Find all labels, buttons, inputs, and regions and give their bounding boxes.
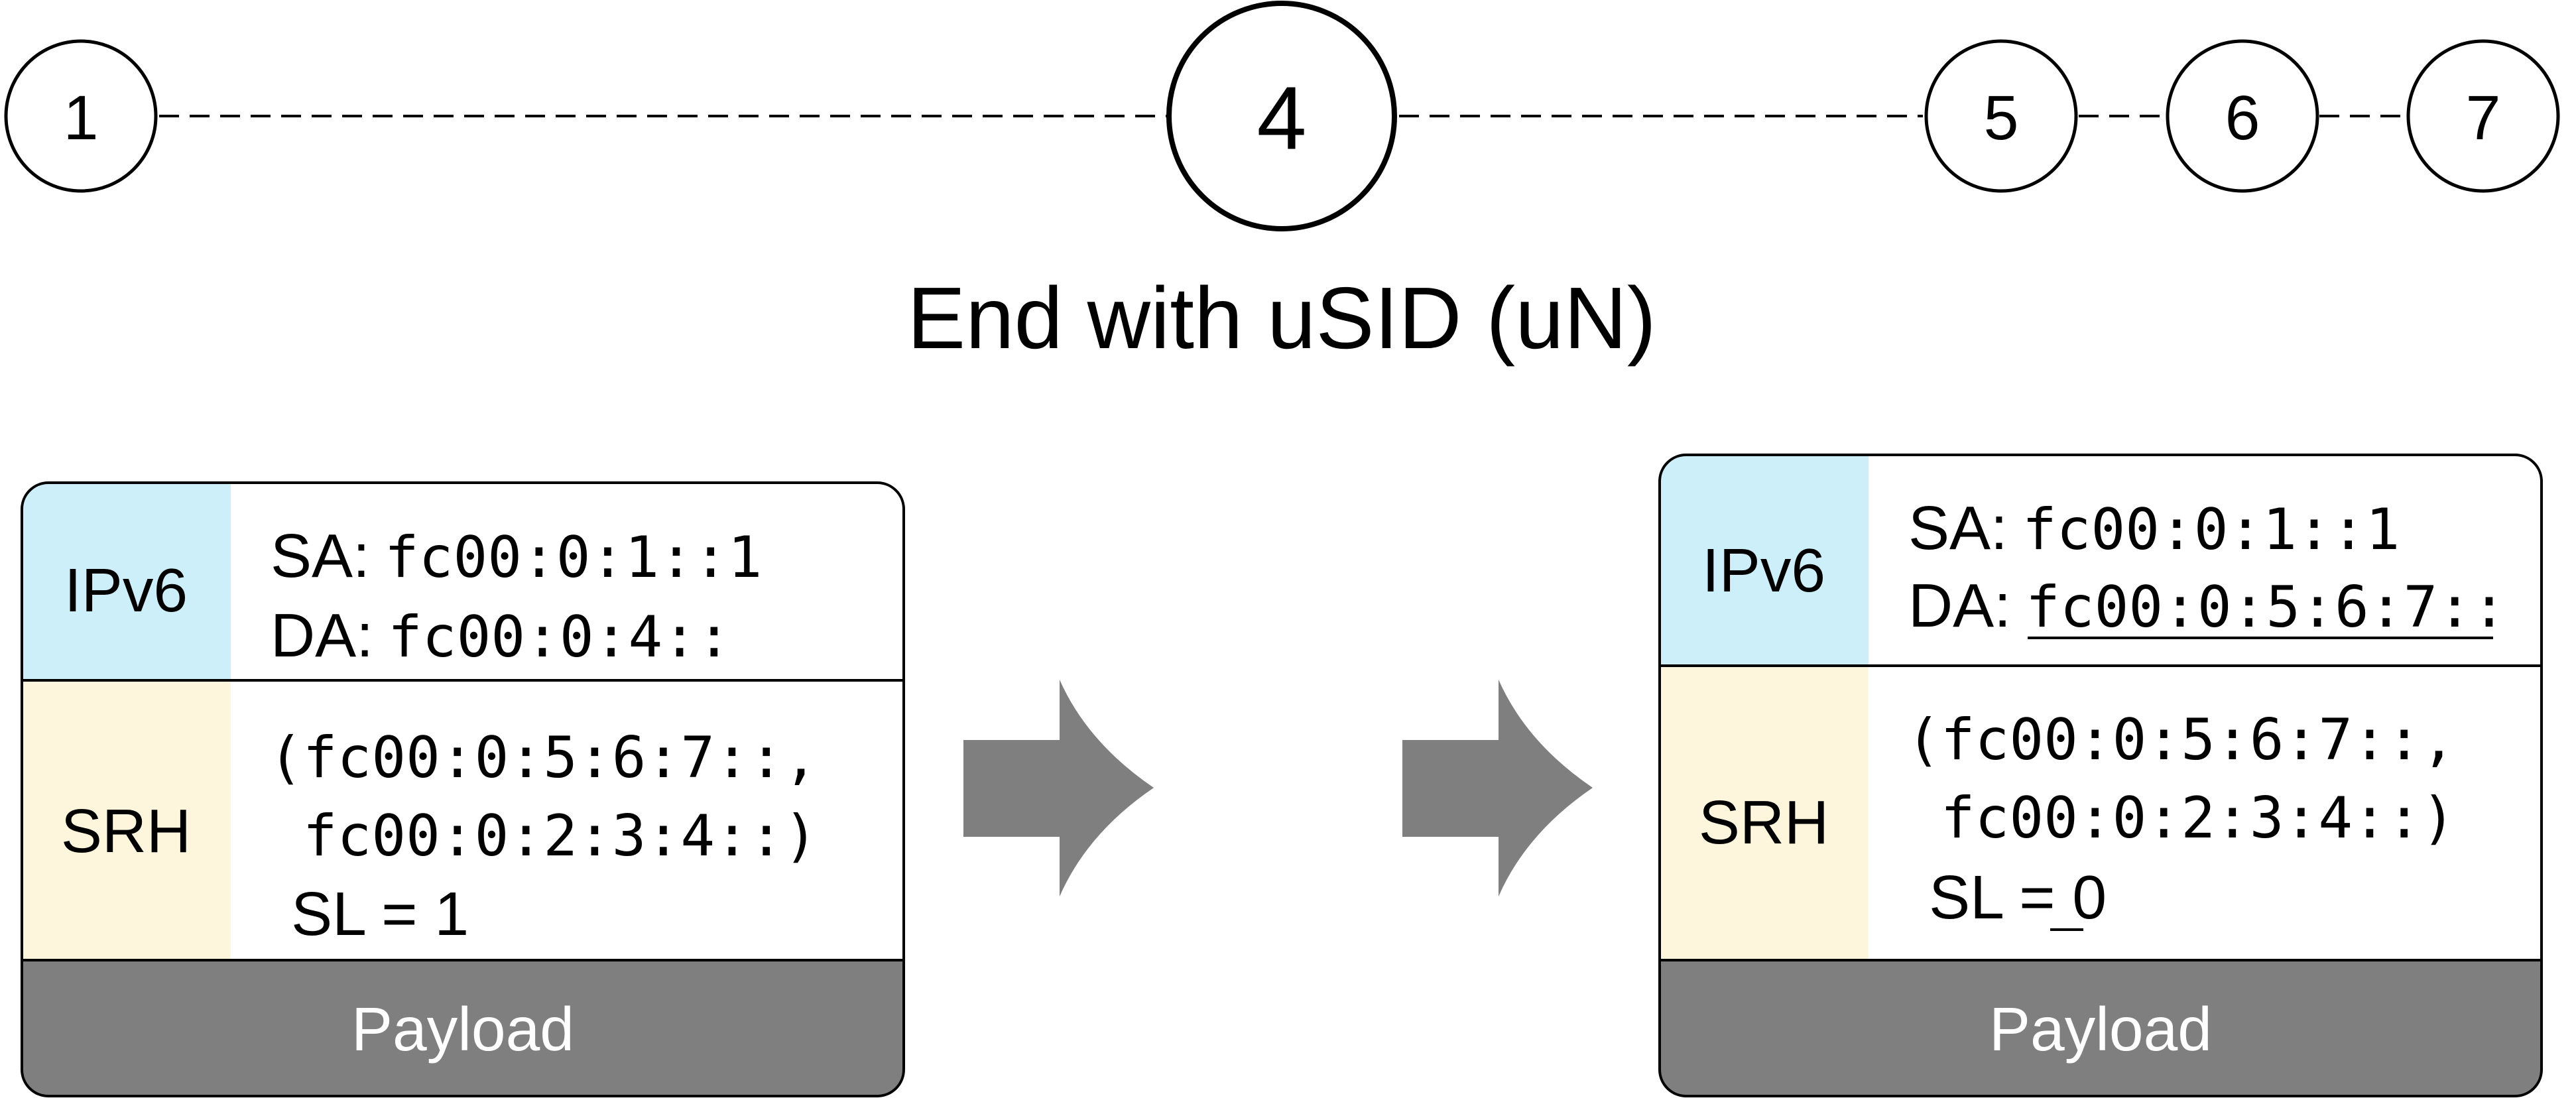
node-1: 1 <box>4 39 158 193</box>
arrow-right <box>1402 680 1593 896</box>
left-srh-line1: (fc00:0:5:6:7::, <box>269 725 818 791</box>
left-srh-line2: fc00:0:2:3:4::) <box>269 803 818 869</box>
right-packet-outline <box>1658 454 2543 1097</box>
left-sa-value: fc00:0:1::1 <box>385 524 763 591</box>
right-srh-line2: fc00:0:2:3:4::) <box>1906 785 2455 851</box>
left-sl-label: SL = <box>291 879 434 948</box>
node-4-label: 4 <box>1257 68 1306 168</box>
node-path: 1 4 5 6 7 <box>4 1 2560 231</box>
node-4: 4 <box>1166 1 1397 231</box>
right-sl-label: SL = <box>1929 863 2072 932</box>
left-sl-line: SL = 1 <box>271 879 483 948</box>
right-da-line: DA:fc00:0:5:6:7:: <box>1908 571 2506 641</box>
right-payload-label: Payload <box>1989 995 2212 1064</box>
right-sa-line: SA:fc00:0:1::1 <box>1908 493 2400 563</box>
right-srh-cell <box>1660 666 1869 960</box>
right-ipv6-label: IPv6 <box>1702 536 1825 605</box>
right-sa-label: SA: <box>1908 493 2008 562</box>
node-6-label: 6 <box>2225 83 2260 153</box>
node-7-label: 7 <box>2466 83 2501 153</box>
left-packet-outline <box>21 481 905 1097</box>
right-ipv6-cell <box>1660 455 1869 666</box>
left-sl-value: 1 <box>434 879 469 948</box>
left-payload-label: Payload <box>351 995 574 1064</box>
left-da-label: DA: <box>271 601 373 670</box>
right-payload-cell <box>1660 960 2542 1096</box>
right-srh-label: SRH <box>1699 788 1829 857</box>
left-srh-cell <box>22 680 231 960</box>
node-5-label: 5 <box>1984 83 2019 153</box>
transition-arrows <box>963 680 1593 896</box>
left-packet: IPv6 SRH SA:fc00:0:1::1 DA:fc00:0:4:: (f… <box>21 481 905 1097</box>
left-srh-label: SRH <box>61 796 191 865</box>
right-packet: IPv6 SRH SA:fc00:0:1::1 DA:fc00:0:5:6:7:… <box>1658 454 2543 1097</box>
arrow-left <box>963 680 1154 896</box>
right-da-value: fc00:0:5:6:7:: <box>2026 574 2506 641</box>
node-5: 5 <box>1924 39 2078 193</box>
left-sa-label: SA: <box>271 521 370 590</box>
node-7: 7 <box>2406 39 2560 193</box>
node-6: 6 <box>2166 39 2319 193</box>
right-sa-value: fc00:0:1::1 <box>2022 497 2400 563</box>
right-sl-line: SL = 0 <box>1908 863 2121 932</box>
left-ipv6-cell <box>22 483 231 680</box>
left-payload-cell <box>22 960 904 1096</box>
left-da-value: fc00:0:4:: <box>388 604 731 670</box>
left-ipv6-label: IPv6 <box>64 556 188 625</box>
left-sa-line: SA:fc00:0:1::1 <box>271 521 762 591</box>
left-da-line: DA:fc00:0:4:: <box>271 601 731 670</box>
node-1-label: 1 <box>64 83 99 153</box>
right-srh-line1: (fc00:0:5:6:7::, <box>1906 707 2455 773</box>
right-sl-value: 0 <box>2072 863 2107 932</box>
diagram-title: End with uSID (uN) <box>907 269 1656 367</box>
right-da-label: DA: <box>1908 571 2011 640</box>
